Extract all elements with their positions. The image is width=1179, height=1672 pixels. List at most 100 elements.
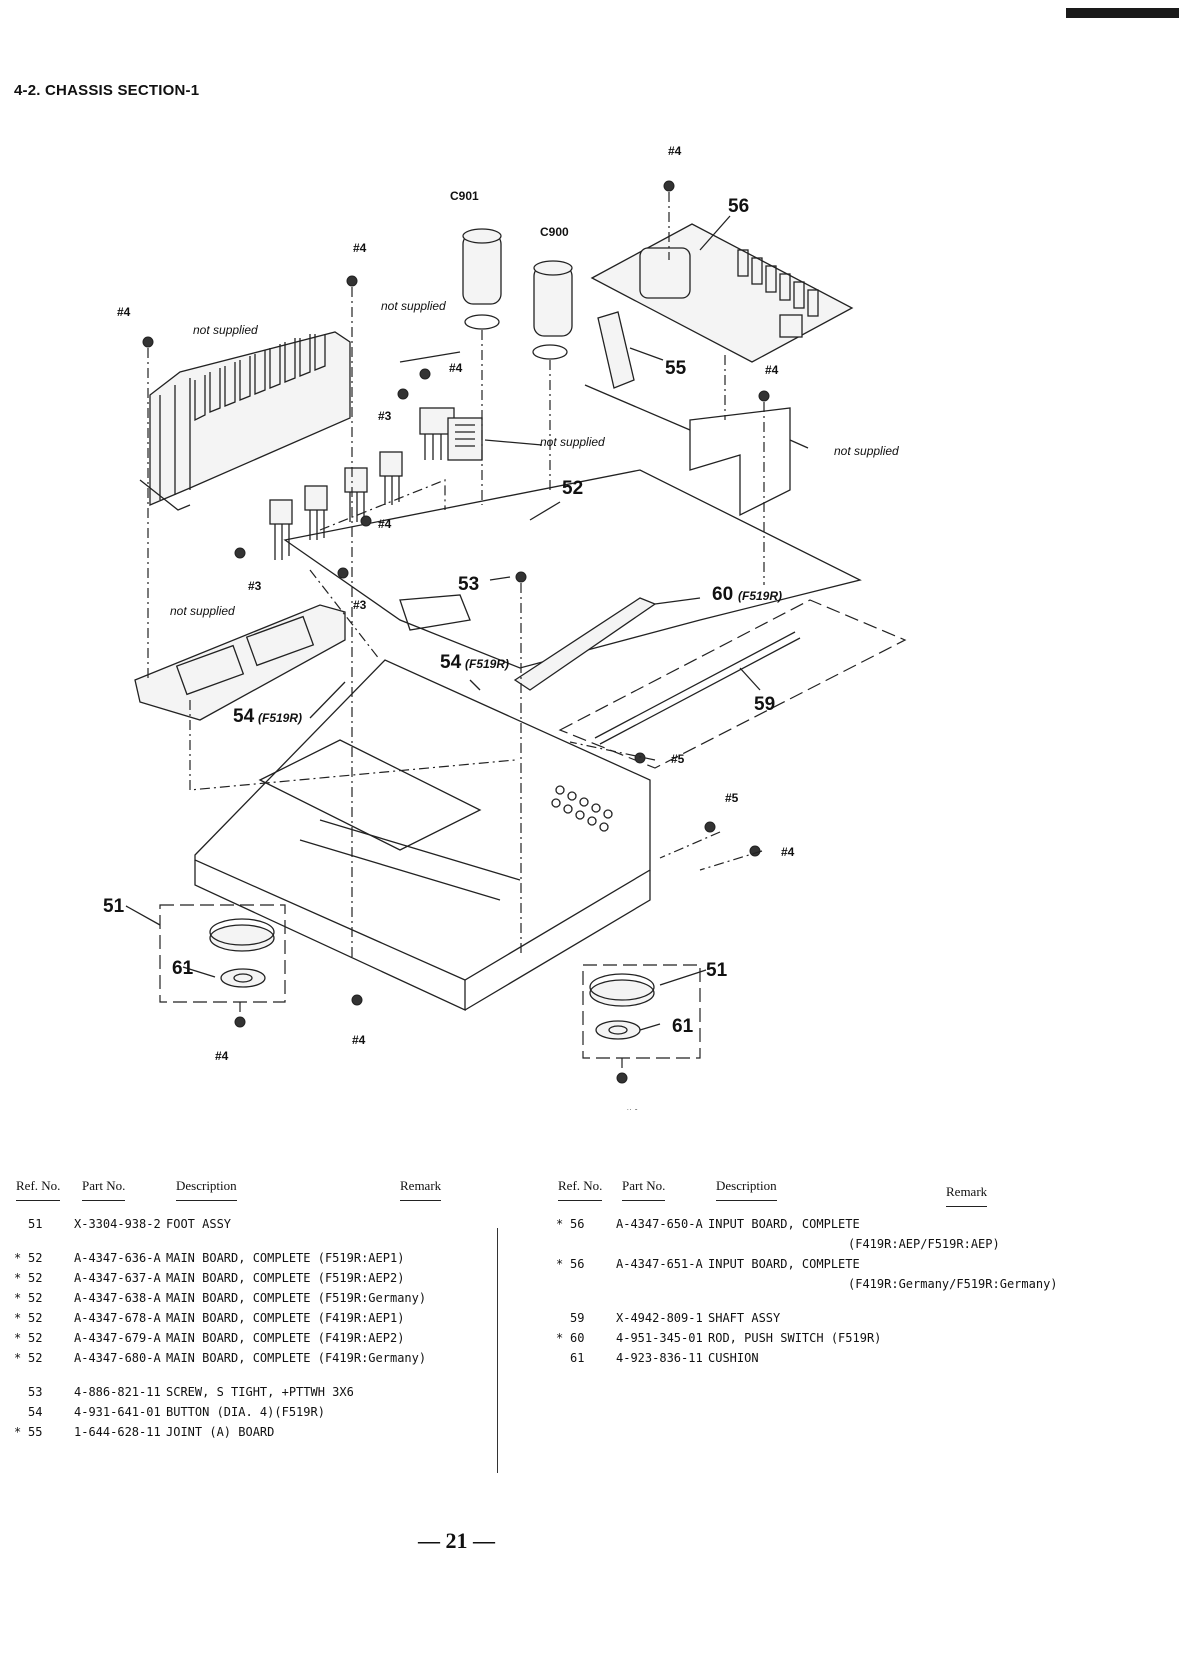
- row-gap: [556, 1294, 976, 1308]
- label-61-left: 61: [172, 958, 194, 979]
- label-screw-4-a: #4: [353, 241, 367, 255]
- row-part-no: A-4347-680-A: [74, 1351, 161, 1365]
- label-screw-4-h: #4: [215, 1049, 229, 1063]
- row-part-no: A-4347-638-A: [74, 1291, 161, 1305]
- row-description: MAIN BOARD, COMPLETE (F419R:AEP1): [166, 1311, 405, 1325]
- row-mark: *: [556, 1331, 564, 1345]
- row-gap: [14, 1368, 474, 1382]
- label-54-lower-suffix: (F519R): [258, 711, 302, 725]
- row-part-no: A-4347-637-A: [74, 1271, 161, 1285]
- label-53: 53: [458, 574, 479, 595]
- note-not-supplied-heatsink-small: not supplied: [540, 435, 605, 449]
- header-remark: Remark: [946, 1184, 988, 1207]
- row-mark: *: [14, 1351, 22, 1365]
- label-screw-4-g: #4: [352, 1033, 366, 1047]
- row-ref: 60: [570, 1331, 585, 1345]
- label-screw-4-i: #4: [625, 1107, 639, 1110]
- bottom-bracket: [134, 604, 346, 721]
- row-description: INPUT BOARD, COMPLETE: [708, 1217, 860, 1231]
- row-mark: *: [556, 1217, 564, 1231]
- capacitor-c901: [462, 228, 502, 330]
- note-not-supplied-clip: not supplied: [381, 299, 446, 313]
- label-54-upper: 54: [440, 652, 462, 673]
- label-c900: C900: [540, 225, 569, 239]
- row-ref: 56: [570, 1217, 585, 1231]
- row-description: MAIN BOARD, COMPLETE (F419R:AEP2): [166, 1331, 405, 1345]
- label-screw-5-b: #5: [725, 791, 739, 805]
- row-description: CUSHION: [708, 1351, 759, 1365]
- table-header: Ref. No. Part No. Description Remark: [520, 1178, 988, 1214]
- heat-sink: [139, 331, 351, 511]
- note-not-supplied-bottom-bracket: not supplied: [170, 604, 235, 618]
- page-number: — 21 —: [418, 1528, 495, 1553]
- row-ref: 55: [28, 1425, 43, 1439]
- row-description: SCREW, S TIGHT, +PTTWH 3X6: [166, 1385, 354, 1399]
- page-edge-mark: [1066, 8, 1179, 18]
- parts-table-right: Ref. No. Part No. Description Remark *56…: [520, 1178, 1058, 1368]
- label-screw-4-d: #4: [765, 363, 779, 377]
- header-part: Part No.: [82, 1178, 126, 1201]
- row-part-no: 4-886-821-11: [74, 1385, 161, 1399]
- row-part-no: X-4942-809-1: [616, 1311, 703, 1325]
- label-54-upper-suffix: (F519R): [465, 657, 509, 671]
- row-ref: 52: [28, 1271, 43, 1285]
- row-ref: 52: [28, 1311, 43, 1325]
- label-56: 56: [728, 196, 749, 217]
- row-mark: *: [14, 1271, 22, 1285]
- row-gap: [14, 1234, 474, 1248]
- row-description: FOOT ASSY: [166, 1217, 232, 1231]
- row-ref: 54: [28, 1405, 43, 1419]
- row-part-no: A-4347-678-A: [74, 1311, 161, 1325]
- row-ref: 52: [28, 1251, 43, 1265]
- row-ref: 61: [570, 1351, 585, 1365]
- row-description: BUTTON (DIA. 4)(F519R): [166, 1405, 325, 1419]
- row-description: MAIN BOARD, COMPLETE (F519R:Germany): [166, 1291, 427, 1305]
- row-part-no: 4-951-345-01: [616, 1331, 703, 1345]
- row-mark: *: [14, 1291, 22, 1305]
- input-board: [590, 223, 854, 363]
- row-ref: 52: [28, 1351, 43, 1365]
- chassis-frame: [194, 659, 651, 1012]
- row-description: JOINT (A) BOARD: [166, 1425, 275, 1439]
- capacitor-c900: [532, 260, 573, 360]
- leader-lines: [125, 215, 809, 1031]
- header-remark: Remark: [400, 1178, 442, 1201]
- label-52: 52: [562, 478, 583, 499]
- label-screw-4-c: #4: [449, 361, 463, 375]
- header-description: Description: [716, 1178, 777, 1201]
- power-transistors: [269, 407, 483, 560]
- row-part-no: 4-931-641-01: [74, 1405, 161, 1419]
- label-screw-3-c: #3: [353, 598, 367, 612]
- row-ref: 52: [28, 1331, 43, 1345]
- label-screw-4-top: #4: [668, 144, 682, 158]
- header-ref: Ref. No.: [558, 1178, 603, 1201]
- row-part-no: A-4347-679-A: [74, 1331, 161, 1345]
- label-screw-4-f: #4: [781, 845, 795, 859]
- note-not-supplied-bracket: not supplied: [834, 444, 899, 458]
- table-header: Ref. No. Part No. Description Remark: [14, 1178, 474, 1214]
- row-part-no: A-4347-636-A: [74, 1251, 161, 1265]
- row-part-no: 4-923-836-11: [616, 1351, 703, 1365]
- label-59: 59: [754, 694, 775, 715]
- row-mark: *: [556, 1257, 564, 1271]
- header-ref: Ref. No.: [16, 1178, 61, 1201]
- row-mark: *: [14, 1251, 22, 1265]
- label-screw-4-e: #4: [378, 517, 392, 531]
- label-screw-4-b: #4: [117, 305, 131, 319]
- label-screw-5-a: #5: [671, 752, 685, 766]
- row-description: INPUT BOARD, COMPLETE: [708, 1257, 860, 1271]
- row-part-no: 1-644-628-11: [74, 1425, 161, 1439]
- screws: [142, 180, 770, 1084]
- section-title: 4-2. CHASSIS SECTION-1: [14, 82, 200, 99]
- row-description: MAIN BOARD, COMPLETE (F419R:Germany): [166, 1351, 427, 1365]
- note-not-supplied-heatsink: not supplied: [193, 323, 258, 337]
- table-row: 54 4-931-641-01 BUTTON (DIA. 4)(F519R): [14, 1402, 474, 1422]
- row-description: MAIN BOARD, COMPLETE (F519R:AEP1): [166, 1251, 405, 1265]
